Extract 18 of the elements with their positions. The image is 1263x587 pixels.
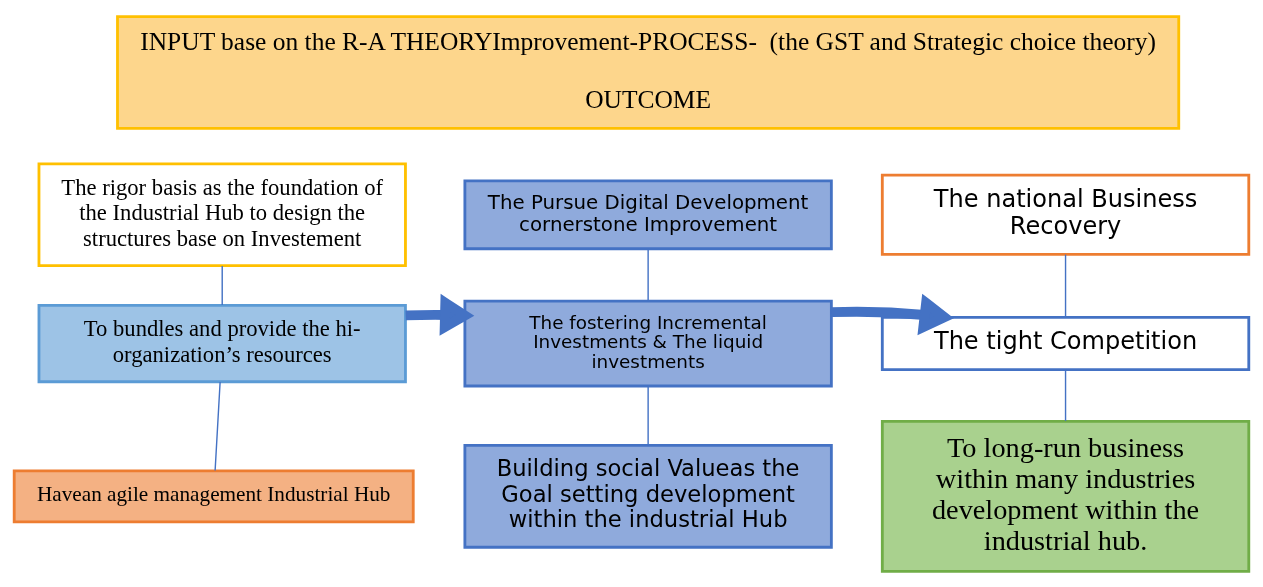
node-box: The fostering Incremental Investments & The liquid investments (463, 299, 833, 387)
node-box: The national Business Recovery (880, 173, 1251, 256)
connector (1064, 368, 1067, 422)
node-box: The tight Competition (880, 315, 1251, 371)
connector (221, 264, 223, 306)
connector (647, 248, 649, 301)
node-box: INPUT base on the R-A THEORYImprovement-PROCESS- (the GST and Strategic choice theory) OUTCOME (116, 14, 1181, 130)
arrow (831, 293, 954, 335)
node-box: To long-run business within many industries development within the industrial hub. (880, 419, 1251, 573)
node-box: Havean agile management Industrial Hub (12, 468, 415, 523)
node-box: The Pursue Digital Development cornerstone Improvement (463, 178, 833, 250)
arrow (405, 293, 475, 336)
connector (214, 380, 221, 471)
connector (647, 385, 649, 446)
node-box: The rigor basis as the foundation of the Industrial Hub to design the structures base on Investement (37, 161, 407, 267)
node-box: To bundles and provide the hi-organization’s resources (37, 303, 407, 383)
node-box: Building social Valueas the Goal setting development within the industrial Hub (463, 443, 833, 549)
connector (1064, 253, 1067, 318)
